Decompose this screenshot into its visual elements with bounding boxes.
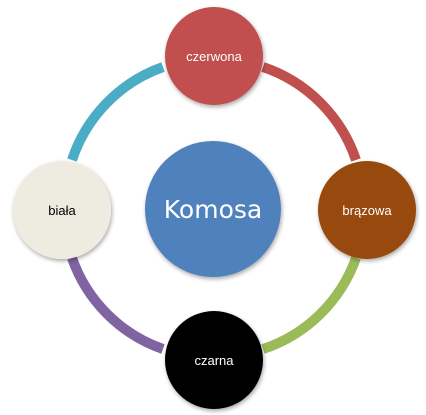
center-label: Komosa	[164, 195, 262, 224]
node-brazowa: brązowa	[318, 161, 416, 259]
center-circle	[145, 141, 281, 277]
node-circle-biala	[13, 161, 111, 259]
node-circle-brazowa	[318, 161, 416, 259]
node-label-brazowa: brązowa	[342, 203, 392, 218]
arc-czerwona-brazowa	[261, 62, 361, 162]
node-label-czerwona: czerwona	[186, 49, 242, 64]
node-circle-czerwona	[165, 7, 263, 105]
arc-biala-czerwona	[67, 62, 165, 162]
node-label-czarna: czarna	[194, 353, 234, 368]
node-label-biala: biała	[48, 203, 76, 218]
center-node: Komosa	[145, 141, 281, 277]
node-czerwona: czerwona	[165, 7, 263, 105]
node-circle-czarna	[165, 311, 263, 409]
node-czarna: czarna	[165, 311, 263, 409]
node-biala: biała	[13, 161, 111, 259]
arc-brazowa-czarna	[261, 256, 361, 354]
arc-czarna-biala	[67, 256, 165, 354]
